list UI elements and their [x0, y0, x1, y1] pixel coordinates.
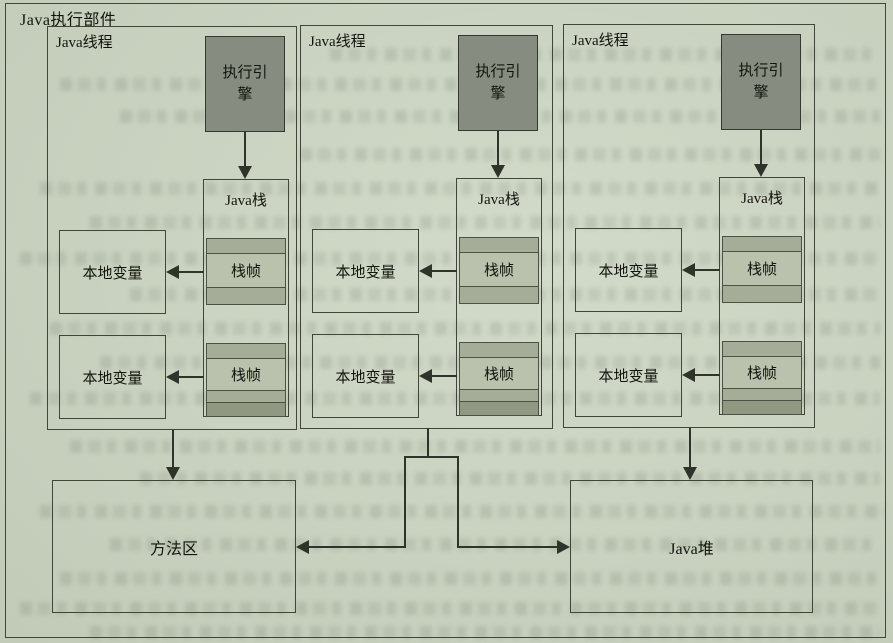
stack-strip	[206, 238, 286, 254]
stack-strip	[722, 285, 802, 303]
thread2-connector-left-leg	[404, 456, 406, 548]
stack-frame-2: 栈帧	[459, 357, 539, 390]
stack-strip	[722, 236, 802, 252]
stack-frame-2: 栈帧	[722, 356, 802, 389]
execution-engine-label: 执行引擎	[738, 62, 784, 102]
arrow-right-icon	[557, 540, 570, 554]
java-execution-component-frame	[5, 3, 886, 638]
stack-bottom-band	[459, 401, 539, 416]
arrow-down-icon	[754, 164, 768, 177]
stack-strip	[206, 287, 286, 305]
thread2-to-heap-line	[457, 546, 558, 548]
arrow-left-icon	[419, 264, 432, 278]
thread3-to-heap-line	[689, 428, 691, 468]
frame-to-local-line	[178, 376, 204, 378]
java-thread-box-3: Java线程 执行引擎 Java栈 栈帧 栈帧 本地变量 本地变量	[563, 24, 815, 428]
java-stack-label: Java栈	[225, 193, 267, 209]
stack-frame-1: 栈帧	[722, 251, 802, 286]
engine-to-stack-line	[244, 132, 246, 168]
arrow-left-icon	[166, 370, 179, 384]
stack-strip	[206, 343, 286, 359]
thread-label: Java线程	[572, 33, 629, 49]
stack-frame-1: 栈帧	[459, 252, 539, 287]
arrow-left-icon	[296, 540, 309, 554]
stack-bottom-band	[206, 402, 286, 417]
execution-engine-box: 执行引擎	[721, 34, 801, 130]
java-thread-box-1: Java线程 执行引擎 Java栈 栈帧 栈帧 本地变量 本地变量	[47, 26, 297, 430]
stack-frame-2: 栈帧	[206, 358, 286, 391]
local-variables-box-2: 本地变量	[575, 333, 682, 417]
engine-to-stack-line	[760, 130, 762, 166]
frame-to-local-line	[694, 374, 720, 376]
local-variables-box-1: 本地变量	[312, 229, 419, 313]
local-variables-box-1: 本地变量	[59, 230, 166, 314]
execution-engine-box: 执行引擎	[205, 36, 285, 132]
diagram-title: Java执行部件	[20, 12, 117, 29]
java-stack-box: Java栈 栈帧 栈帧	[456, 178, 542, 416]
stack-frame-1: 栈帧	[206, 253, 286, 288]
execution-engine-label: 执行引擎	[475, 63, 521, 103]
arrow-down-icon	[166, 467, 180, 480]
arrow-left-icon	[419, 369, 432, 383]
arrow-left-icon	[682, 263, 695, 277]
thread2-connector-bar	[404, 456, 459, 458]
thread2-to-methodarea-line	[308, 546, 406, 548]
arrow-left-icon	[166, 265, 179, 279]
local-variables-box-2: 本地变量	[312, 334, 419, 418]
java-stack-box: Java栈 栈帧 栈帧	[203, 179, 289, 417]
stack-strip	[459, 237, 539, 253]
arrow-down-icon	[491, 165, 505, 178]
java-thread-box-2: Java线程 执行引擎 Java栈 栈帧 栈帧 本地变量 本地变量	[300, 25, 553, 429]
stack-bottom-band	[722, 400, 802, 415]
java-heap-box: Java堆	[570, 480, 813, 613]
execution-engine-box: 执行引擎	[458, 35, 538, 131]
arrow-down-icon	[238, 166, 252, 179]
thread-label: Java线程	[309, 34, 366, 50]
local-variables-box-2: 本地变量	[59, 335, 166, 419]
java-stack-label: Java栈	[741, 191, 783, 207]
frame-to-local-line	[431, 270, 457, 272]
frame-to-local-line	[178, 271, 204, 273]
thread1-to-methodarea-line	[172, 430, 174, 469]
frame-to-local-line	[694, 269, 720, 271]
stack-strip	[459, 342, 539, 358]
stack-strip	[722, 341, 802, 357]
java-stack-box: Java栈 栈帧 栈帧	[719, 177, 805, 415]
arrow-down-icon	[683, 467, 697, 480]
frame-to-local-line	[431, 375, 457, 377]
thread-label: Java线程	[56, 35, 113, 51]
thread2-connector-right-leg	[457, 456, 459, 548]
thread2-connector-stem	[427, 428, 429, 458]
local-variables-box-1: 本地变量	[575, 228, 682, 312]
method-area-box: 方法区	[52, 480, 296, 613]
execution-engine-label: 执行引擎	[222, 64, 268, 104]
arrow-left-icon	[682, 368, 695, 382]
stack-strip	[459, 286, 539, 304]
java-stack-label: Java栈	[478, 192, 520, 208]
engine-to-stack-line	[497, 131, 499, 167]
